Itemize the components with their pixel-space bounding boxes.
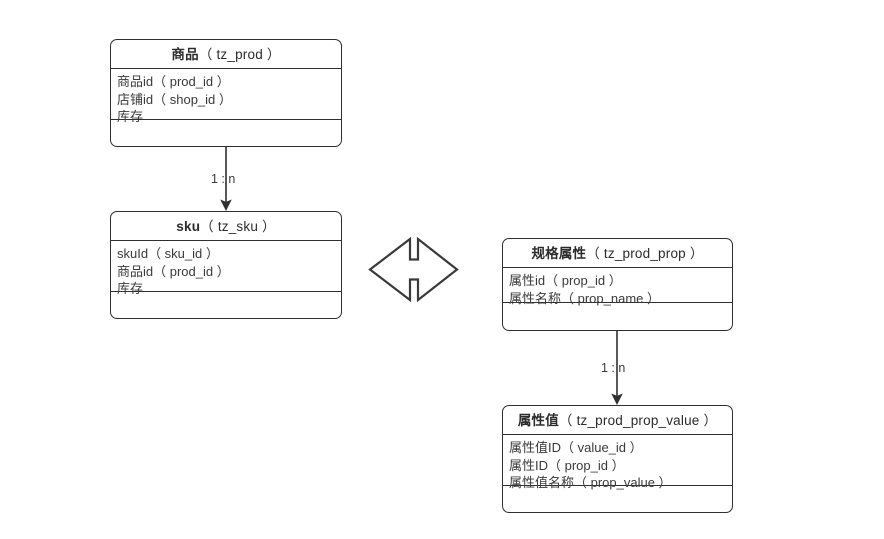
entity-title-cn: sku bbox=[176, 219, 201, 234]
attribute-row: 属性id（ prop_id ） bbox=[509, 273, 622, 288]
attribute-row: 属性ID（ prop_id ） bbox=[509, 457, 625, 473]
attribute-row: 库存 bbox=[117, 281, 144, 296]
attribute-row: 属性名称（ prop_name ） bbox=[509, 290, 660, 306]
entity-footer-tz-sku bbox=[111, 292, 341, 318]
attribute-row: 商品id（ prod_id ） bbox=[117, 263, 230, 279]
double-headed-arrow-icon bbox=[368, 236, 459, 303]
entity-title-cn: 规格属性 bbox=[531, 246, 587, 261]
entity-box-tz-prod-prop-value[interactable]: 属性值（ tz_prod_prop_value ） 属性值ID（ value_i… bbox=[502, 405, 733, 513]
entity-title-tz-prod-prop: 规格属性（ tz_prod_prop ） bbox=[503, 239, 732, 268]
attribute-row: skuId（ sku_id ） bbox=[117, 246, 219, 261]
entity-title-table: （ tz_prod_prop_value ） bbox=[558, 413, 718, 428]
attribute-row: 属性值ID（ value_id ） bbox=[509, 440, 643, 455]
entity-title-table: （ tz_sku ） bbox=[200, 219, 276, 234]
attribute-row: 属性值名称（ prop_value ） bbox=[509, 475, 672, 490]
attribute-row: 店铺id（ shop_id ） bbox=[117, 91, 232, 107]
entity-title-tz-prod-prop-value: 属性值（ tz_prod_prop_value ） bbox=[503, 406, 732, 435]
entity-attributes-tz-sku: skuId（ sku_id ） 商品id（ prod_id ） 库存 bbox=[111, 241, 341, 296]
relation-label-prop-to-prop-value: 1 : n bbox=[601, 361, 626, 375]
attribute-row: 商品id（ prod_id ） bbox=[117, 74, 230, 89]
entity-title-cn: 商品 bbox=[171, 47, 199, 62]
entity-box-tz-prod[interactable]: 商品（ tz_prod ） 商品id（ prod_id ） 店铺id（ shop… bbox=[110, 39, 342, 147]
entity-box-tz-sku[interactable]: sku（ tz_sku ） skuId（ sku_id ） 商品id（ prod… bbox=[110, 211, 342, 319]
entity-attributes-tz-prod-prop-value: 属性值ID（ value_id ） 属性ID（ prop_id ） 属性值名称（… bbox=[503, 435, 732, 490]
entity-title-table: （ tz_prod ） bbox=[198, 47, 281, 62]
entity-title-tz-prod: 商品（ tz_prod ） bbox=[111, 40, 341, 69]
entity-box-tz-prod-prop[interactable]: 规格属性（ tz_prod_prop ） 属性id（ prop_id ） 属性名… bbox=[502, 238, 733, 331]
entity-footer-tz-prod bbox=[111, 120, 341, 146]
entity-title-table: （ tz_prod_prop ） bbox=[586, 246, 704, 261]
entity-attributes-tz-prod: 商品id（ prod_id ） 店铺id（ shop_id ） 库存 bbox=[111, 69, 341, 124]
entity-attributes-tz-prod-prop: 属性id（ prop_id ） 属性名称（ prop_name ） bbox=[503, 268, 732, 306]
entity-title-tz-sku: sku（ tz_sku ） bbox=[111, 212, 341, 241]
attribute-row: 库存 bbox=[117, 109, 144, 124]
relation-label-prod-to-sku: 1 : n bbox=[211, 172, 236, 186]
entity-title-cn: 属性值 bbox=[517, 413, 559, 428]
